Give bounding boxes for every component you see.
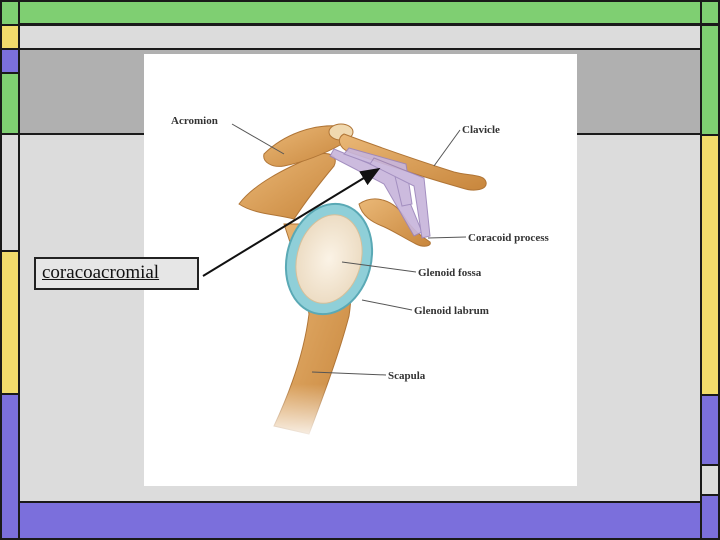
leader-lines [231, 123, 467, 376]
frame-right-gray-block [700, 464, 720, 496]
shoulder-anatomy-figure: Acromion Clavicle Coracoid process Gleno… [144, 54, 577, 486]
label-glenoid-fossa: Glenoid fossa [418, 267, 482, 279]
label-scapula: Scapula [388, 370, 426, 382]
frame-left-gray-block [0, 133, 20, 252]
frame-left-green-block [0, 0, 20, 26]
label-glenoid-labrum: Glenoid labrum [414, 305, 489, 317]
shoulder-anatomy-svg: Acromion Clavicle Coracoid process Gleno… [171, 115, 549, 444]
frame-bottom-right-purple-block [700, 494, 720, 540]
frame-top-right-green-block [700, 0, 720, 25]
frame-left-yellow-tall-block [0, 250, 20, 395]
frame-left-purple-block [0, 48, 20, 74]
frame-bottom-purple-bar [18, 501, 702, 540]
label-acromion: Acromion [171, 115, 218, 127]
frame-right-green-block [700, 24, 720, 136]
label-clavicle: Clavicle [462, 124, 500, 136]
frame-top-gray-bar [18, 24, 702, 50]
frame-right-purple-block [700, 394, 720, 466]
frame-left-green-tall-block [0, 72, 20, 135]
frame-right-yellow-block [700, 134, 720, 396]
answer-label: coracoacromial [34, 257, 199, 290]
label-coracoid-process: Coracoid process [468, 232, 549, 244]
frame-top-green-bar [18, 0, 702, 25]
frame-left-yellow-block [0, 24, 20, 50]
scapula-fade-overlay [254, 384, 374, 444]
frame-left-purple-tall-block [0, 393, 20, 540]
ligament-group [329, 147, 431, 239]
